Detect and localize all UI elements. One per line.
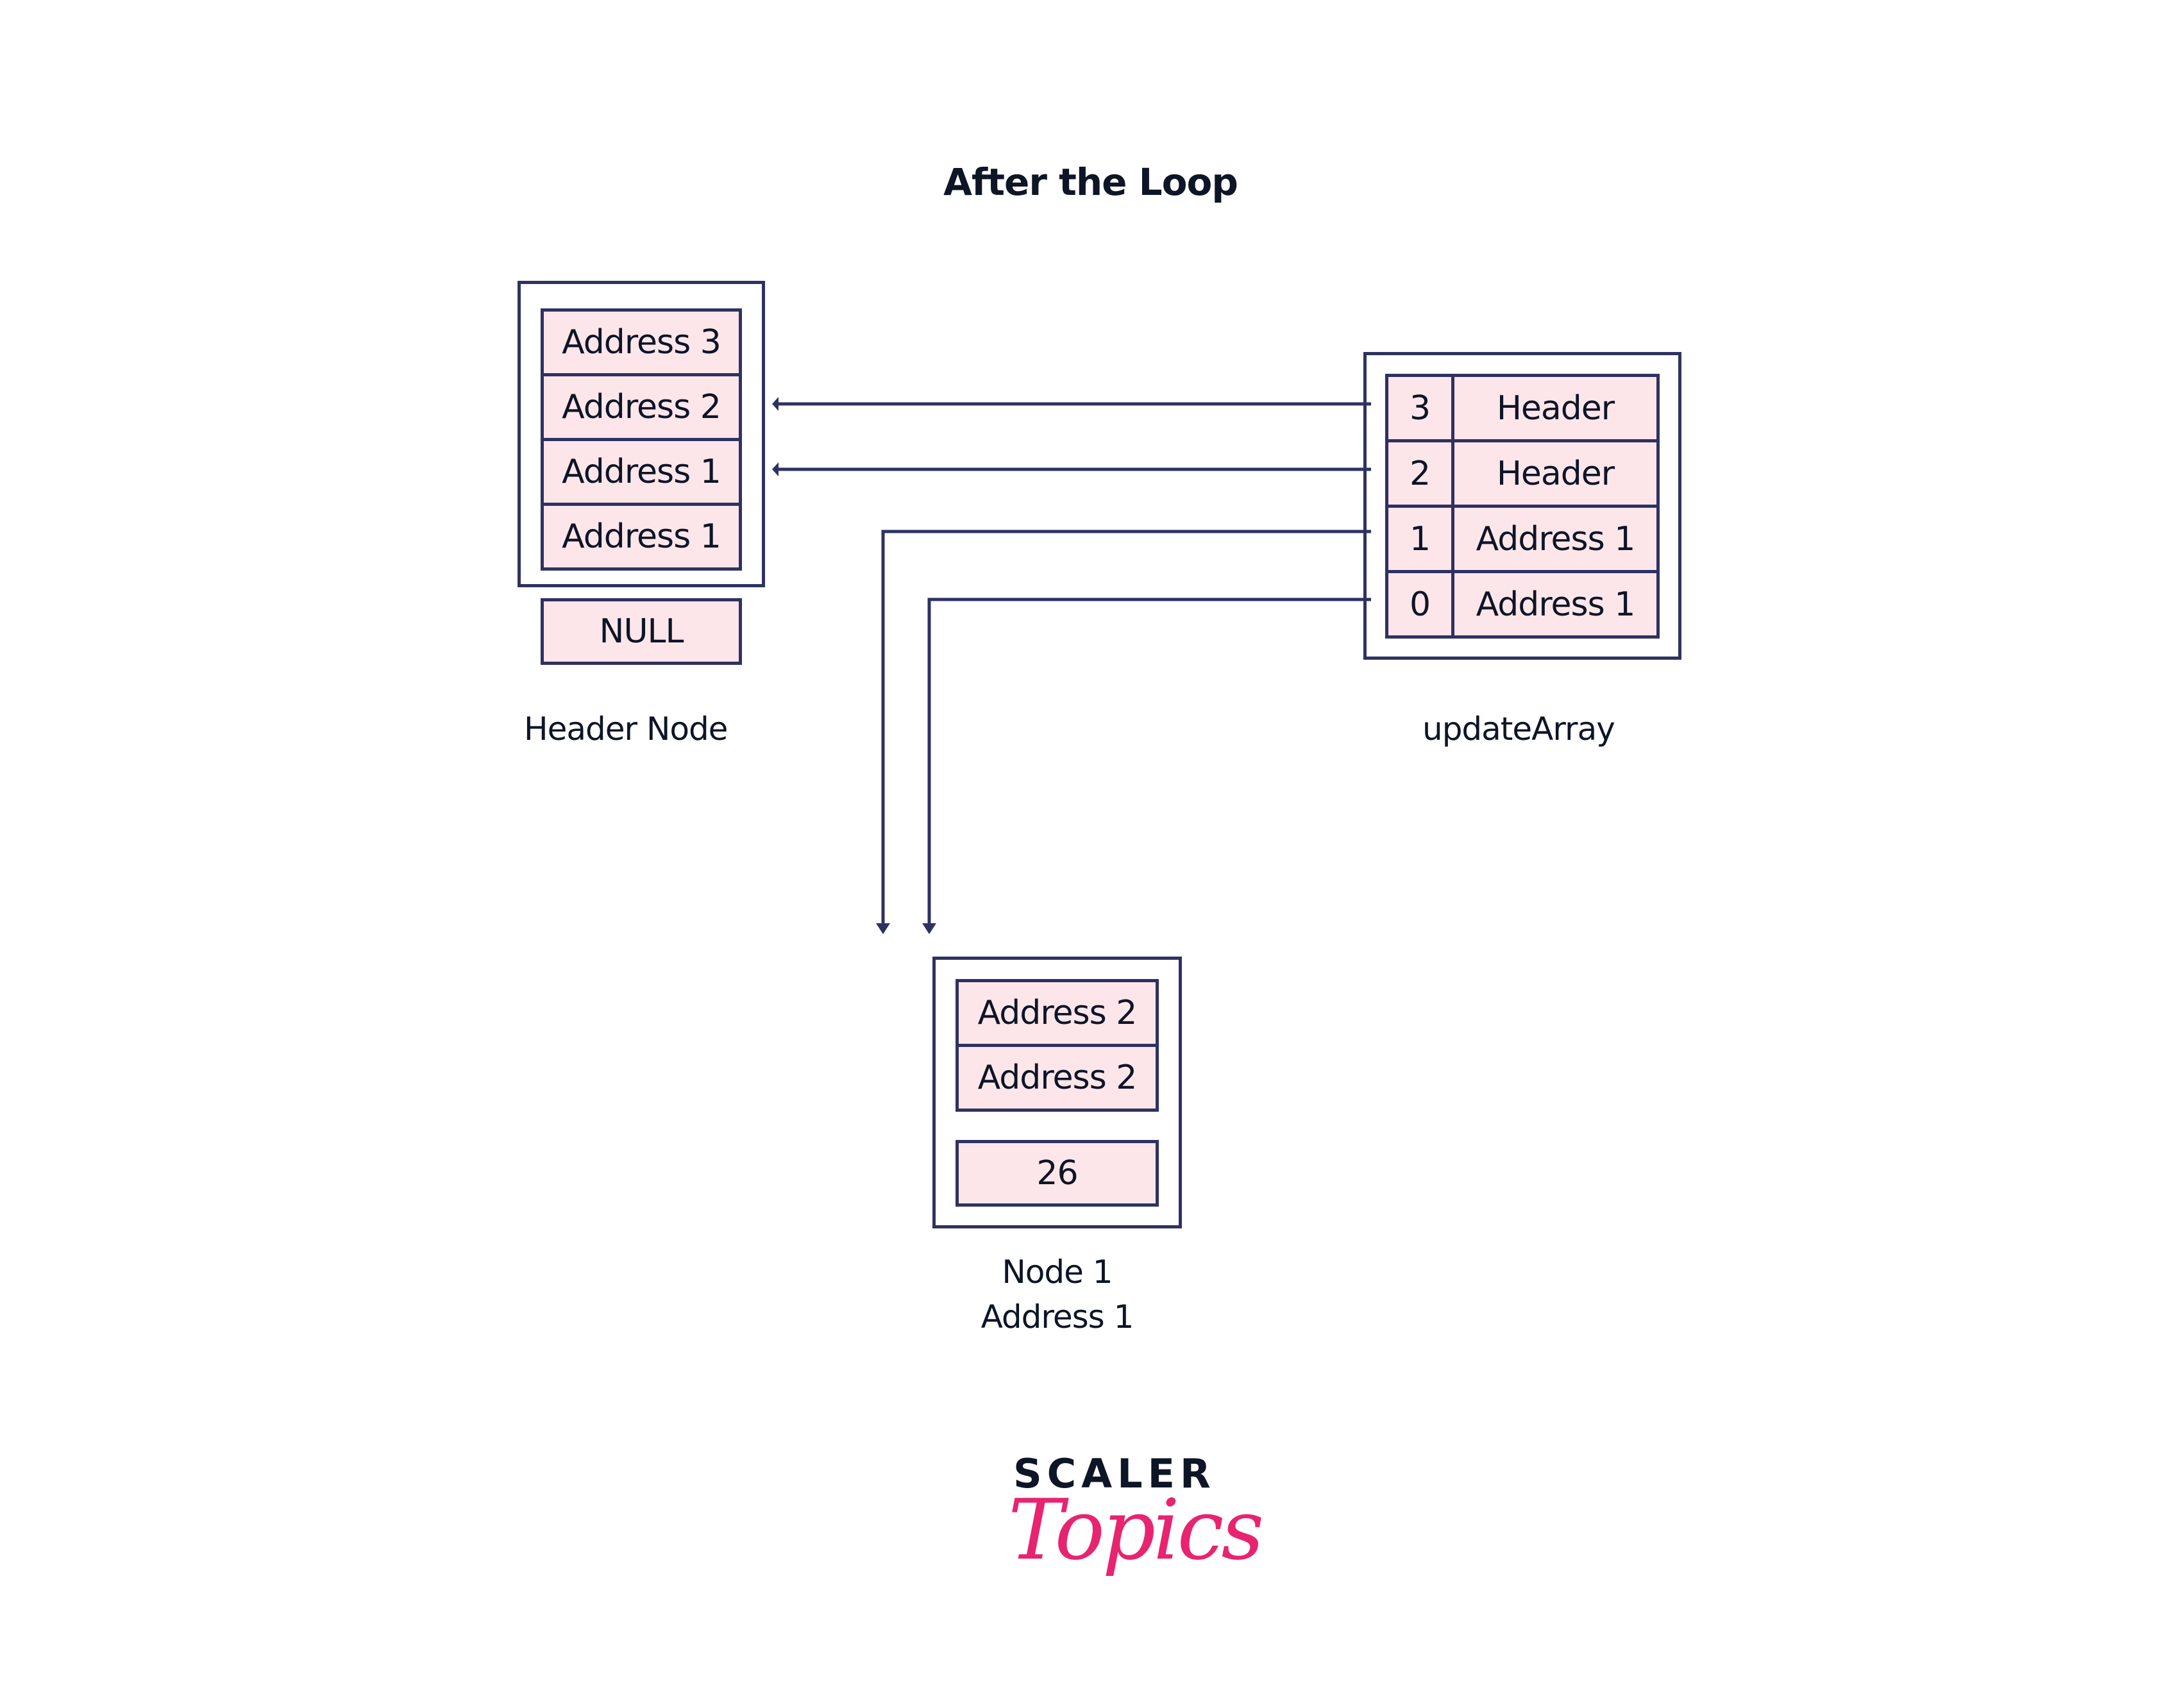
node-1-data-cell: 26 [956, 1140, 1159, 1207]
logo-scaler-text: SCALER [1013, 1450, 1216, 1497]
node-1-caption-line2: Address 1 [981, 1298, 1134, 1335]
update-array-index: 3 [1385, 374, 1454, 442]
update-array-index: 1 [1385, 505, 1454, 573]
header-node-pointer-cell: Address 1 [541, 438, 742, 506]
header-node-pointer-cell: Address 1 [541, 503, 742, 571]
node-1-pointer-cell: Address 2 [956, 979, 1159, 1047]
header-node-pointer-cell: Address 2 [541, 373, 742, 441]
diagram-title: After the Loop [943, 160, 1238, 204]
logo-topics-text: Topics [1008, 1481, 1264, 1578]
update-array-value: Header [1451, 374, 1660, 442]
arrow-row1-to-node1 [876, 530, 1371, 934]
update-array-value: Header [1451, 439, 1660, 508]
update-array-frame [1363, 352, 1681, 660]
header-node-pointer-cell: Address 3 [541, 308, 742, 376]
update-array-value: Address 1 [1451, 570, 1660, 639]
update-array-caption: updateArray [1422, 710, 1615, 748]
header-node-data-cell: NULL [541, 598, 742, 665]
arrow-row2-to-header [772, 462, 1371, 476]
update-array-index: 2 [1385, 439, 1454, 508]
header-node-frame [518, 281, 765, 587]
update-array-value: Address 1 [1451, 505, 1660, 573]
node-1-frame [932, 957, 1182, 1228]
node-1-pointer-cell: Address 2 [956, 1044, 1159, 1112]
node-1-caption-line1: Node 1 [1002, 1253, 1113, 1291]
arrow-row3-to-header [772, 397, 1371, 411]
update-array-index: 0 [1385, 570, 1454, 639]
arrow-row0-to-node1 [922, 598, 1371, 934]
header-node-caption: Header Node [524, 710, 728, 748]
